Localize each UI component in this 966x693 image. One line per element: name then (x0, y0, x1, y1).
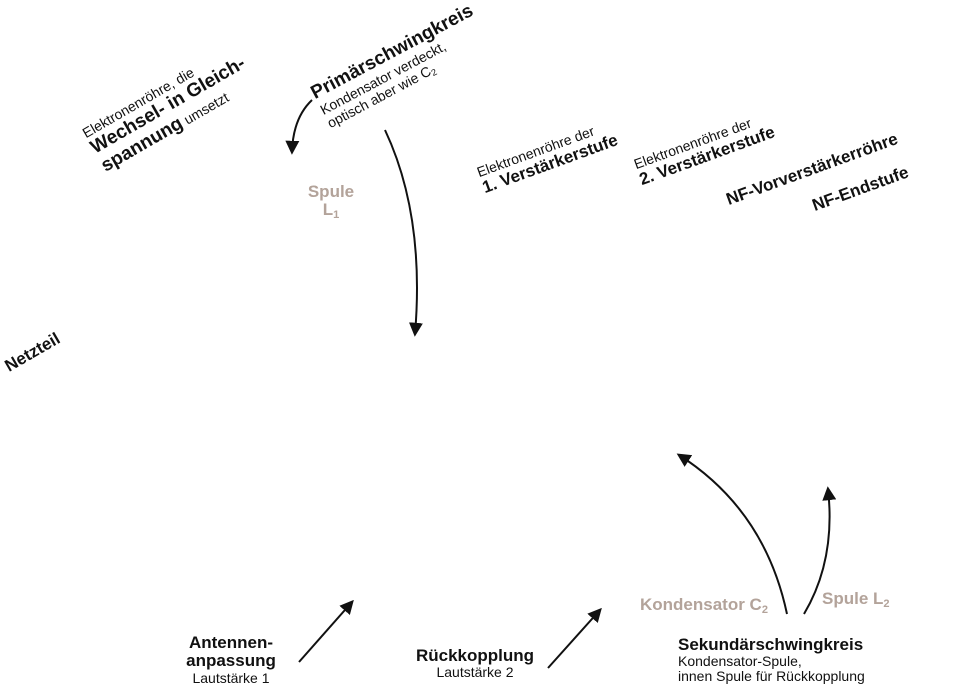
arrow-primary-to-coil (285, 99, 313, 155)
arrow-coil-l2 (803, 486, 837, 615)
feedback-label: Rückkopplung Lautstärke 2 (406, 646, 544, 681)
arrow-antenna (298, 599, 354, 663)
antenna-line2: anpassung (186, 651, 276, 671)
coil-l1-line2: L1 (322, 200, 340, 222)
coil-l1-label: Spule L1 (306, 182, 356, 222)
arrow-feedback (547, 607, 602, 669)
coil-l2-label: Spule L2 (822, 589, 890, 610)
secondary-line1: Kondensator-Spule, (678, 653, 802, 670)
secondary-circuit-label: Sekundärschwingkreis Kondensator-Spule, … (678, 635, 865, 685)
feedback-line2: Lautstärke 2 (436, 664, 514, 681)
arrow-capacitor-c2 (676, 453, 788, 615)
antenna-line1: Antennen- (188, 633, 274, 652)
secondary-title: Sekundärschwingkreis (678, 635, 864, 654)
antenna-line3: Lautstärke 1 (192, 669, 270, 686)
antenna-label: Antennen- anpassung Lautstärke 1 (180, 633, 282, 686)
feedback-line1: Rückkopplung (415, 646, 535, 665)
coil-l1-line1: Spule (307, 182, 355, 201)
secondary-line2: innen Spule für Rückkopplung (678, 668, 865, 685)
capacitor-c2-label: Kondensator C2 (640, 595, 768, 616)
arrow-primary-down (384, 129, 423, 337)
